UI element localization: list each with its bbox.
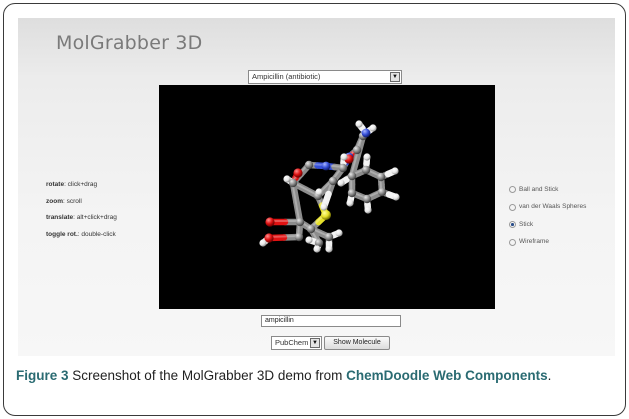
molecule-viewer-canvas[interactable]	[159, 85, 495, 309]
caption-figure-label: Figure 3	[16, 368, 69, 383]
caption-end: .	[547, 368, 552, 383]
carbon-atom	[347, 188, 357, 198]
carbon-atom	[338, 163, 348, 173]
carbon-atom	[347, 171, 357, 181]
hydrogen-atom	[315, 188, 323, 196]
hydrogen-atom	[259, 239, 267, 247]
molecule-select-value: Ampicillin (antibiotic)	[252, 72, 321, 81]
bond-highlight	[350, 134, 364, 176]
radio-option-wireframe[interactable]: Wireframe	[509, 234, 586, 252]
help-label: rotate	[46, 181, 65, 188]
carbon-atom	[377, 187, 387, 197]
controls-help: rotate: click+drag zoom: scroll translat…	[46, 179, 117, 245]
hydrogen-atom	[337, 179, 345, 187]
help-value: : click+drag	[64, 181, 98, 188]
hydrogen-atom	[335, 229, 343, 237]
molecule-3d-render	[259, 120, 400, 253]
sulfur-atom	[321, 210, 331, 220]
bond-highlight	[291, 181, 301, 222]
help-value: : alt+click+drag	[73, 214, 117, 221]
hydrogen-atom	[305, 236, 313, 244]
carbon-atom	[314, 238, 324, 248]
hydrogen-atom	[392, 193, 400, 201]
carbon-atom	[306, 224, 316, 234]
radio-option-stick[interactable]: Stick	[509, 216, 586, 234]
hydrogen-atom	[325, 245, 333, 253]
radio-label: Ball and Stick	[519, 185, 559, 193]
help-row-translate: translate: alt+click+drag	[46, 212, 117, 229]
nitrogen-atom	[321, 161, 331, 171]
hydrogen-atom	[363, 153, 371, 161]
carbon-atom	[362, 194, 372, 204]
molecule-select[interactable]: Ampicillin (antibiotic) ▼	[248, 70, 402, 84]
molecule-bonds	[259, 120, 400, 253]
hydrogen-atom	[364, 206, 372, 214]
hydrogen-atom	[355, 120, 363, 128]
help-row-zoom: zoom: scroll	[46, 196, 117, 213]
hydrogen-atom	[346, 199, 354, 207]
carbon-atom	[288, 178, 298, 188]
render-mode-options: Ball and Stick van der Waals Spheres Sti…	[509, 181, 586, 251]
app-title: MolGrabber 3D	[56, 32, 203, 54]
molecule-atoms	[259, 120, 400, 253]
carbon-atom	[304, 160, 314, 170]
chevron-down-icon[interactable]: ▼	[390, 72, 400, 82]
radio-button[interactable]	[509, 221, 516, 229]
carbon-atom	[328, 176, 338, 186]
oxygen-atom	[264, 233, 274, 243]
hydrogen-atom	[340, 153, 348, 161]
radio-button[interactable]	[509, 203, 516, 211]
oxygen-atom	[293, 168, 303, 178]
caption-text: Screenshot of the MolGrabber 3D demo fro…	[68, 368, 347, 383]
help-label: zoom	[46, 197, 63, 205]
nitrogen-atom	[361, 128, 371, 138]
radio-label: Stick	[519, 220, 534, 228]
radio-label: Wireframe	[519, 238, 549, 246]
carbon-atom	[324, 232, 334, 242]
chevron-down-icon[interactable]: ▼	[310, 338, 320, 348]
radio-button[interactable]	[509, 238, 516, 246]
show-molecule-button[interactable]: Show Molecule	[324, 336, 390, 350]
help-label: toggle rot.	[46, 230, 78, 238]
hydrogen-atom	[283, 175, 291, 183]
hydrogen-atom	[391, 167, 399, 175]
carbon-atom	[376, 172, 386, 182]
carbon-atom	[352, 145, 362, 155]
carbon-atom	[295, 217, 305, 227]
molgrabber-app: MolGrabber 3D Ampicillin (antibiotic) ▼ …	[18, 18, 615, 356]
oxygen-atom	[265, 217, 275, 227]
radio-button[interactable]	[509, 186, 516, 194]
carbon-atom	[294, 232, 304, 242]
database-source-value: PubChem	[275, 338, 309, 347]
radio-option-van-der-waals[interactable]: van der Waals Spheres	[509, 199, 586, 217]
help-value: : scroll	[62, 197, 82, 205]
hydrogen-atom	[320, 203, 328, 211]
hydrogen-atom	[313, 245, 321, 253]
help-row-toggle-rotation: toggle rot.: double-click	[46, 229, 117, 246]
figure-caption: Figure 3 Screenshot of the MolGrabber 3D…	[16, 365, 618, 386]
hydrogen-atom	[369, 124, 377, 132]
database-source-select[interactable]: PubChem ▼	[271, 336, 322, 350]
figure-frame: MolGrabber 3D Ampicillin (antibiotic) ▼ …	[3, 3, 626, 416]
help-label: translate	[46, 214, 74, 221]
help-row-rotate: rotate: click+drag	[46, 179, 117, 196]
molecule-name-input[interactable]: ampicillin	[261, 315, 401, 327]
radio-label: van der Waals Spheres	[519, 203, 587, 211]
radio-option-ball-and-stick[interactable]: Ball and Stick	[509, 181, 586, 199]
carbon-atom	[361, 165, 371, 175]
help-value: : double-click	[77, 230, 116, 238]
caption-source-link[interactable]: ChemDoodle Web Components	[346, 368, 548, 383]
